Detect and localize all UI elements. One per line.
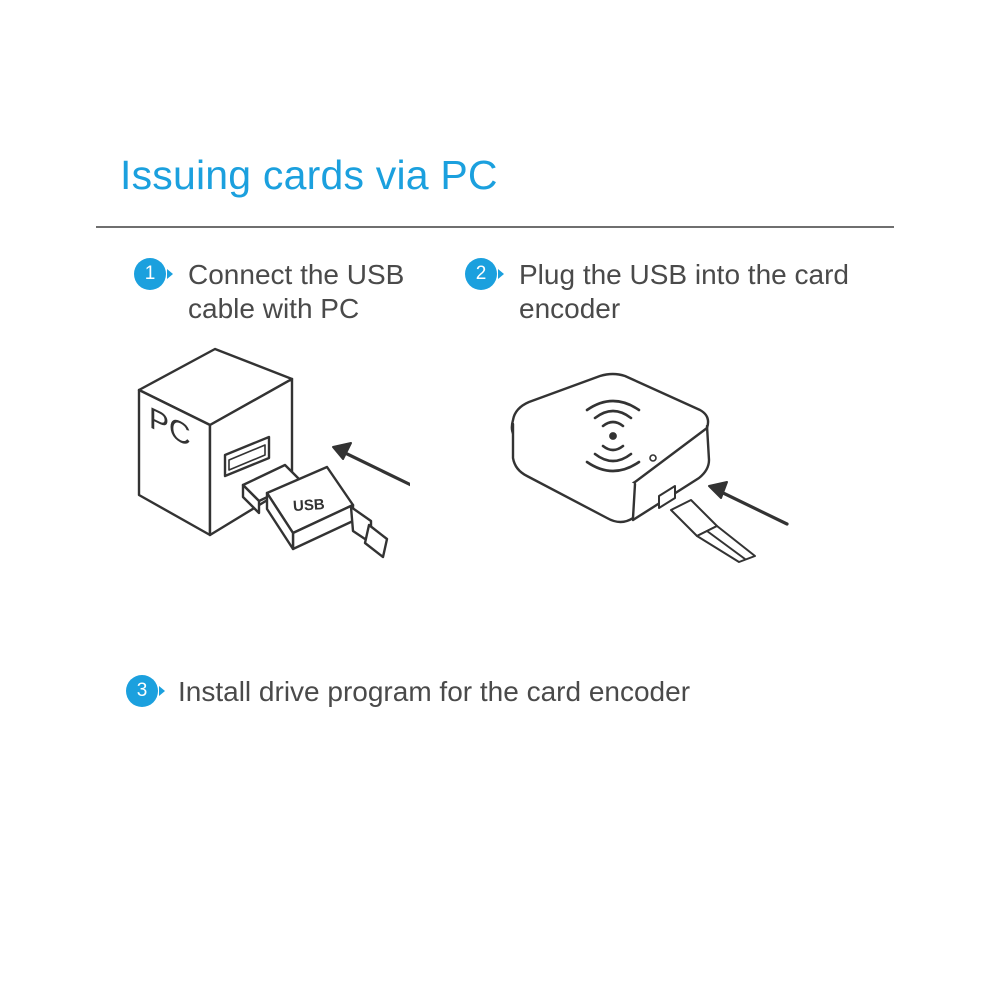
usb-plug-icon	[241, 463, 389, 559]
encoder-insert-arrow-icon	[708, 481, 789, 526]
step-1: 1 Connect the USB cable with PC	[134, 258, 444, 326]
insert-arrow-icon	[332, 442, 410, 487]
step-1-badge: 1	[134, 258, 173, 290]
step-3-badge: 3	[126, 675, 165, 707]
pc-usb-illustration: PC USB	[137, 347, 410, 559]
card-encoder-icon	[510, 372, 711, 524]
wireless-signal-icon	[585, 399, 657, 473]
step-3: 3 Install drive program for the card enc…	[126, 675, 826, 709]
step-2-badge: 2	[465, 258, 504, 290]
usb-label: USB	[292, 496, 325, 515]
card-encoder-illustration	[510, 372, 789, 563]
encoder-usb-port-icon	[658, 485, 676, 509]
step-2: 2 Plug the USB into the card encoder	[465, 258, 895, 326]
step-2-text: Plug the USB into the card encoder	[519, 259, 849, 324]
title-divider	[96, 226, 894, 228]
step-3-text: Install drive program for the card encod…	[178, 676, 691, 707]
page-title: Issuing cards via PC	[120, 152, 498, 198]
step-1-text: Connect the USB cable with PC	[188, 259, 405, 324]
encoder-usb-cable-icon	[670, 499, 756, 563]
